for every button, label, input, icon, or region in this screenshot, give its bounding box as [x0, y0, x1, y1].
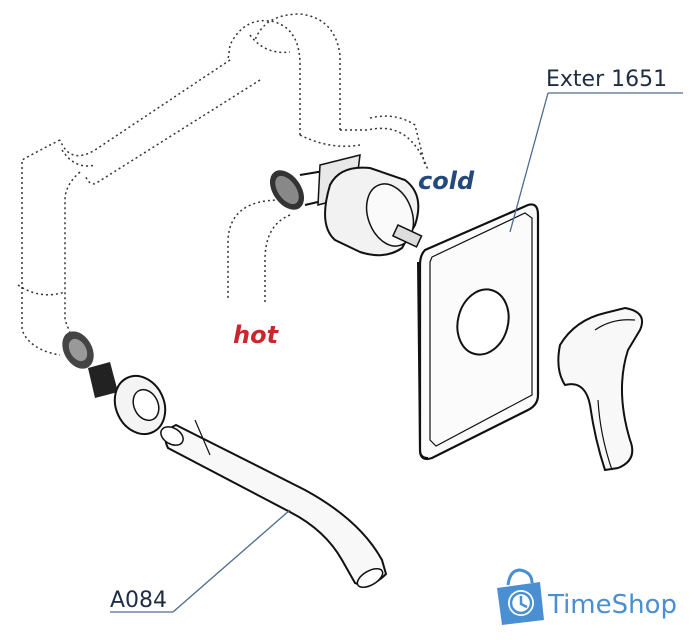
timeshop-brand-text: TimeShop — [547, 590, 677, 620]
a084-label: A084 — [110, 588, 167, 613]
mixer-cartridge — [324, 166, 423, 257]
shopping-bag-clock-icon — [497, 568, 544, 625]
exter-label: Exter 1651 — [546, 67, 667, 92]
timeshop-watermark: TimeShop — [497, 568, 677, 625]
spout-fittings — [62, 331, 167, 436]
callout-leaders — [110, 92, 683, 613]
cold-label: cold — [418, 167, 475, 195]
mixer-handle — [557, 306, 644, 472]
hot-label: hot — [233, 321, 280, 349]
cover-plate — [417, 203, 540, 461]
concealed-pipework — [17, 13, 429, 356]
spout — [160, 419, 388, 589]
